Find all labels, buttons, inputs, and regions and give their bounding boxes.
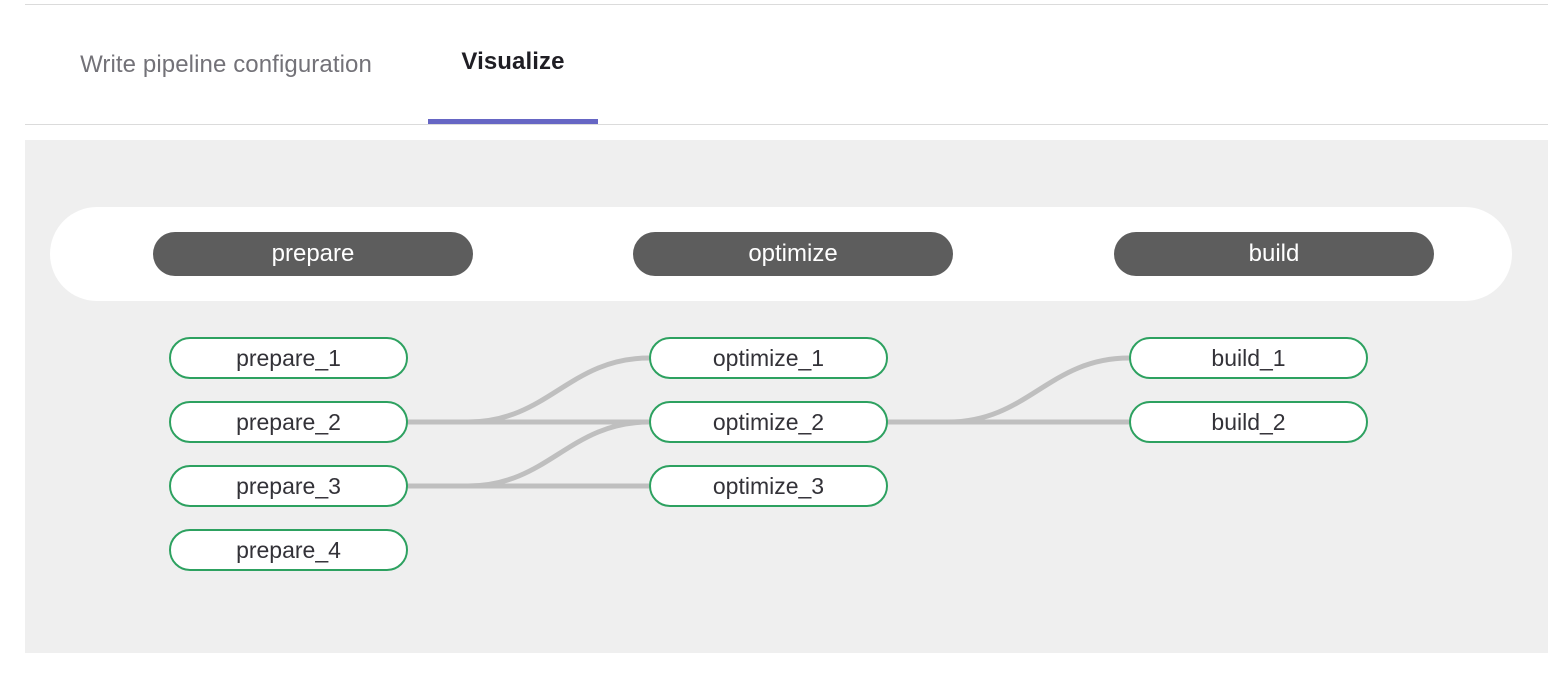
top-divider (25, 4, 1548, 5)
job-node-optimize-1[interactable]: optimize_1 (649, 337, 888, 379)
stage-pill-prepare[interactable]: prepare (153, 232, 473, 276)
job-node-build-1[interactable]: build_1 (1129, 337, 1368, 379)
stage-pill-build[interactable]: build (1114, 232, 1434, 276)
link-optimize_2-build_1 (885, 355, 1132, 425)
job-node-optimize-3[interactable]: optimize_3 (649, 465, 888, 507)
job-node-build-2[interactable]: build_2 (1129, 401, 1368, 443)
link-prepare_2-optimize_1 (405, 355, 652, 425)
stage-pill-optimize[interactable]: optimize (633, 232, 953, 276)
stage-header-bar: prepare optimize build (50, 207, 1512, 301)
job-node-optimize-2[interactable]: optimize_2 (649, 401, 888, 443)
tab-write-pipeline-configuration[interactable]: Write pipeline configuration (80, 50, 372, 78)
job-node-prepare-1[interactable]: prepare_1 (169, 337, 408, 379)
job-node-prepare-3[interactable]: prepare_3 (169, 465, 408, 507)
link-prepare_3-optimize_2 (405, 419, 652, 489)
tab-visualize[interactable]: Visualize (428, 5, 598, 124)
job-node-prepare-4[interactable]: prepare_4 (169, 529, 408, 571)
tab-bar: Write pipeline configuration Visualize (25, 5, 1548, 125)
pipeline-graph-canvas[interactable]: prepare optimize build prepare_1 prepare… (25, 140, 1548, 653)
job-node-prepare-2[interactable]: prepare_2 (169, 401, 408, 443)
